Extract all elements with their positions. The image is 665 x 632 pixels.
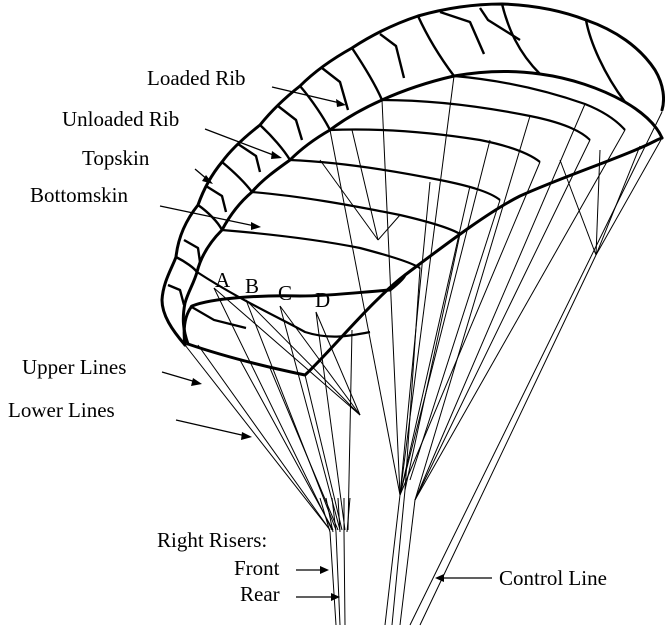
line [378, 215, 400, 240]
arrowhead [271, 151, 282, 159]
bottomskin-label: Bottomskin [30, 183, 129, 207]
cell-box-5 [278, 106, 302, 140]
cell-ridge-1 [176, 257, 197, 272]
cell-ridge-5 [300, 86, 330, 130]
arrowhead [320, 566, 329, 574]
unloaded-rib-arrow [205, 129, 276, 156]
line [240, 360, 333, 530]
arrowhead [251, 222, 261, 230]
row-b-label: B [245, 274, 259, 298]
cell-box-1 [168, 285, 184, 305]
line [400, 140, 490, 495]
line [198, 345, 330, 530]
line [400, 186, 470, 495]
rib-6 [382, 100, 590, 140]
riser [320, 498, 336, 625]
line [305, 375, 342, 530]
line [560, 160, 596, 255]
unloaded-rib-label: Unloaded Rib [62, 107, 179, 131]
line [400, 76, 454, 495]
topskin-label: Topskin [82, 146, 150, 170]
cell-box-7 [380, 34, 404, 78]
arrowhead [435, 574, 444, 582]
rib-2 [222, 230, 420, 268]
cell-ridge-8 [502, 4, 540, 74]
rib-8 [190, 306, 246, 328]
line [596, 138, 662, 255]
cell-ridge-3 [222, 162, 252, 192]
upper-lines-arrow [162, 372, 196, 382]
rib-7 [454, 76, 625, 130]
line [415, 130, 625, 500]
line [352, 130, 378, 240]
loaded-rib-label: Loaded Rib [147, 66, 246, 90]
line [385, 495, 400, 625]
line [246, 300, 360, 415]
control-line-label: Control Line [499, 566, 607, 590]
canopy [162, 4, 664, 375]
row-d-label: D [315, 288, 330, 312]
row-c-label: C [278, 281, 292, 305]
riser [344, 498, 345, 625]
bottomskin-arrow [160, 206, 255, 226]
cell-ridge-2 [198, 205, 222, 230]
cell-box-2 [184, 240, 200, 262]
lower-lines-label: Lower Lines [8, 398, 115, 422]
rib-5 [330, 129, 540, 162]
row-a-label: A [215, 268, 231, 292]
canopy-inner-edge [183, 72, 662, 344]
front-label: Front [234, 556, 280, 580]
right-risers-label: Right Risers: [157, 528, 267, 552]
bottomskin-rear-edge [390, 275, 405, 290]
line [214, 288, 360, 415]
rear-label: Rear [240, 582, 280, 606]
upper-lines-label: Upper Lines [22, 355, 126, 379]
cell-box-3 [206, 186, 226, 212]
labels: Loaded Rib Unloaded Rib Topskin Bottomsk… [8, 66, 607, 606]
line [415, 104, 585, 500]
line [214, 288, 332, 530]
line [382, 100, 400, 495]
cell-ridge-9 [586, 20, 625, 102]
arrowhead [191, 378, 202, 386]
arrowhead [241, 432, 252, 440]
cell-box-9 [480, 8, 520, 40]
lower-lines-arrow [176, 420, 246, 436]
line [415, 116, 530, 500]
line [280, 306, 340, 530]
cell-box-8 [440, 12, 484, 54]
cell-box-6 [322, 68, 348, 110]
line [410, 200, 500, 480]
cell-ridge-7 [418, 16, 454, 76]
line [246, 300, 336, 530]
cell-ridge-6 [352, 48, 382, 100]
